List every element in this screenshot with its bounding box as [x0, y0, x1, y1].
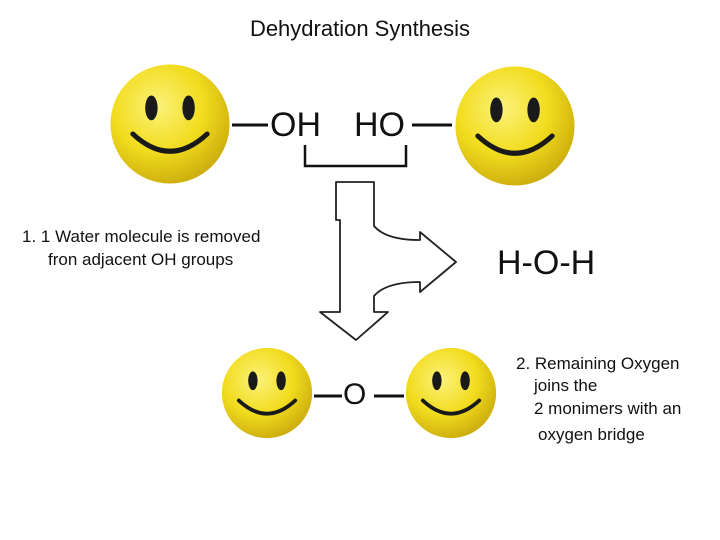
water-molecule-label: H-O-H [497, 244, 596, 282]
hydroxyl-group-right: HO [354, 106, 405, 144]
bridge-oxygen-label: O [343, 378, 367, 411]
step2-line3: 2 monimers with an [534, 399, 682, 418]
step1-line1: 1. 1 Water molecule is removed [22, 227, 261, 246]
hydroxyl-group-left: OH [270, 106, 321, 144]
split-arrow-icon [319, 181, 457, 341]
step2-line2: joins the [534, 376, 598, 395]
bracket-line [303, 145, 408, 168]
step2-line1: 2. Remaining Oxygen [516, 354, 680, 373]
step2-line4: oxygen bridge [538, 425, 645, 444]
step1-line2: fron adjacent OH groups [48, 250, 234, 269]
diagram-title: Dehydration Synthesis [249, 16, 471, 41]
